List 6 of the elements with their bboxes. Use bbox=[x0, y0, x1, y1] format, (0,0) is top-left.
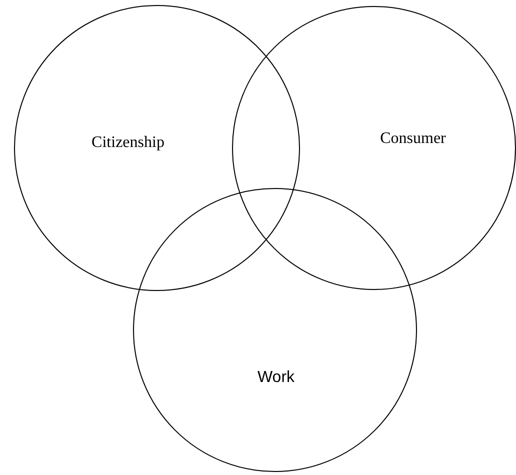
venn-circle bbox=[133, 188, 417, 472]
circle-label: Citizenship bbox=[92, 134, 164, 152]
circle-label: Work bbox=[257, 369, 295, 387]
venn-circle bbox=[232, 6, 516, 290]
circle-label: Consumer bbox=[380, 130, 446, 148]
venn-circle bbox=[14, 5, 300, 291]
